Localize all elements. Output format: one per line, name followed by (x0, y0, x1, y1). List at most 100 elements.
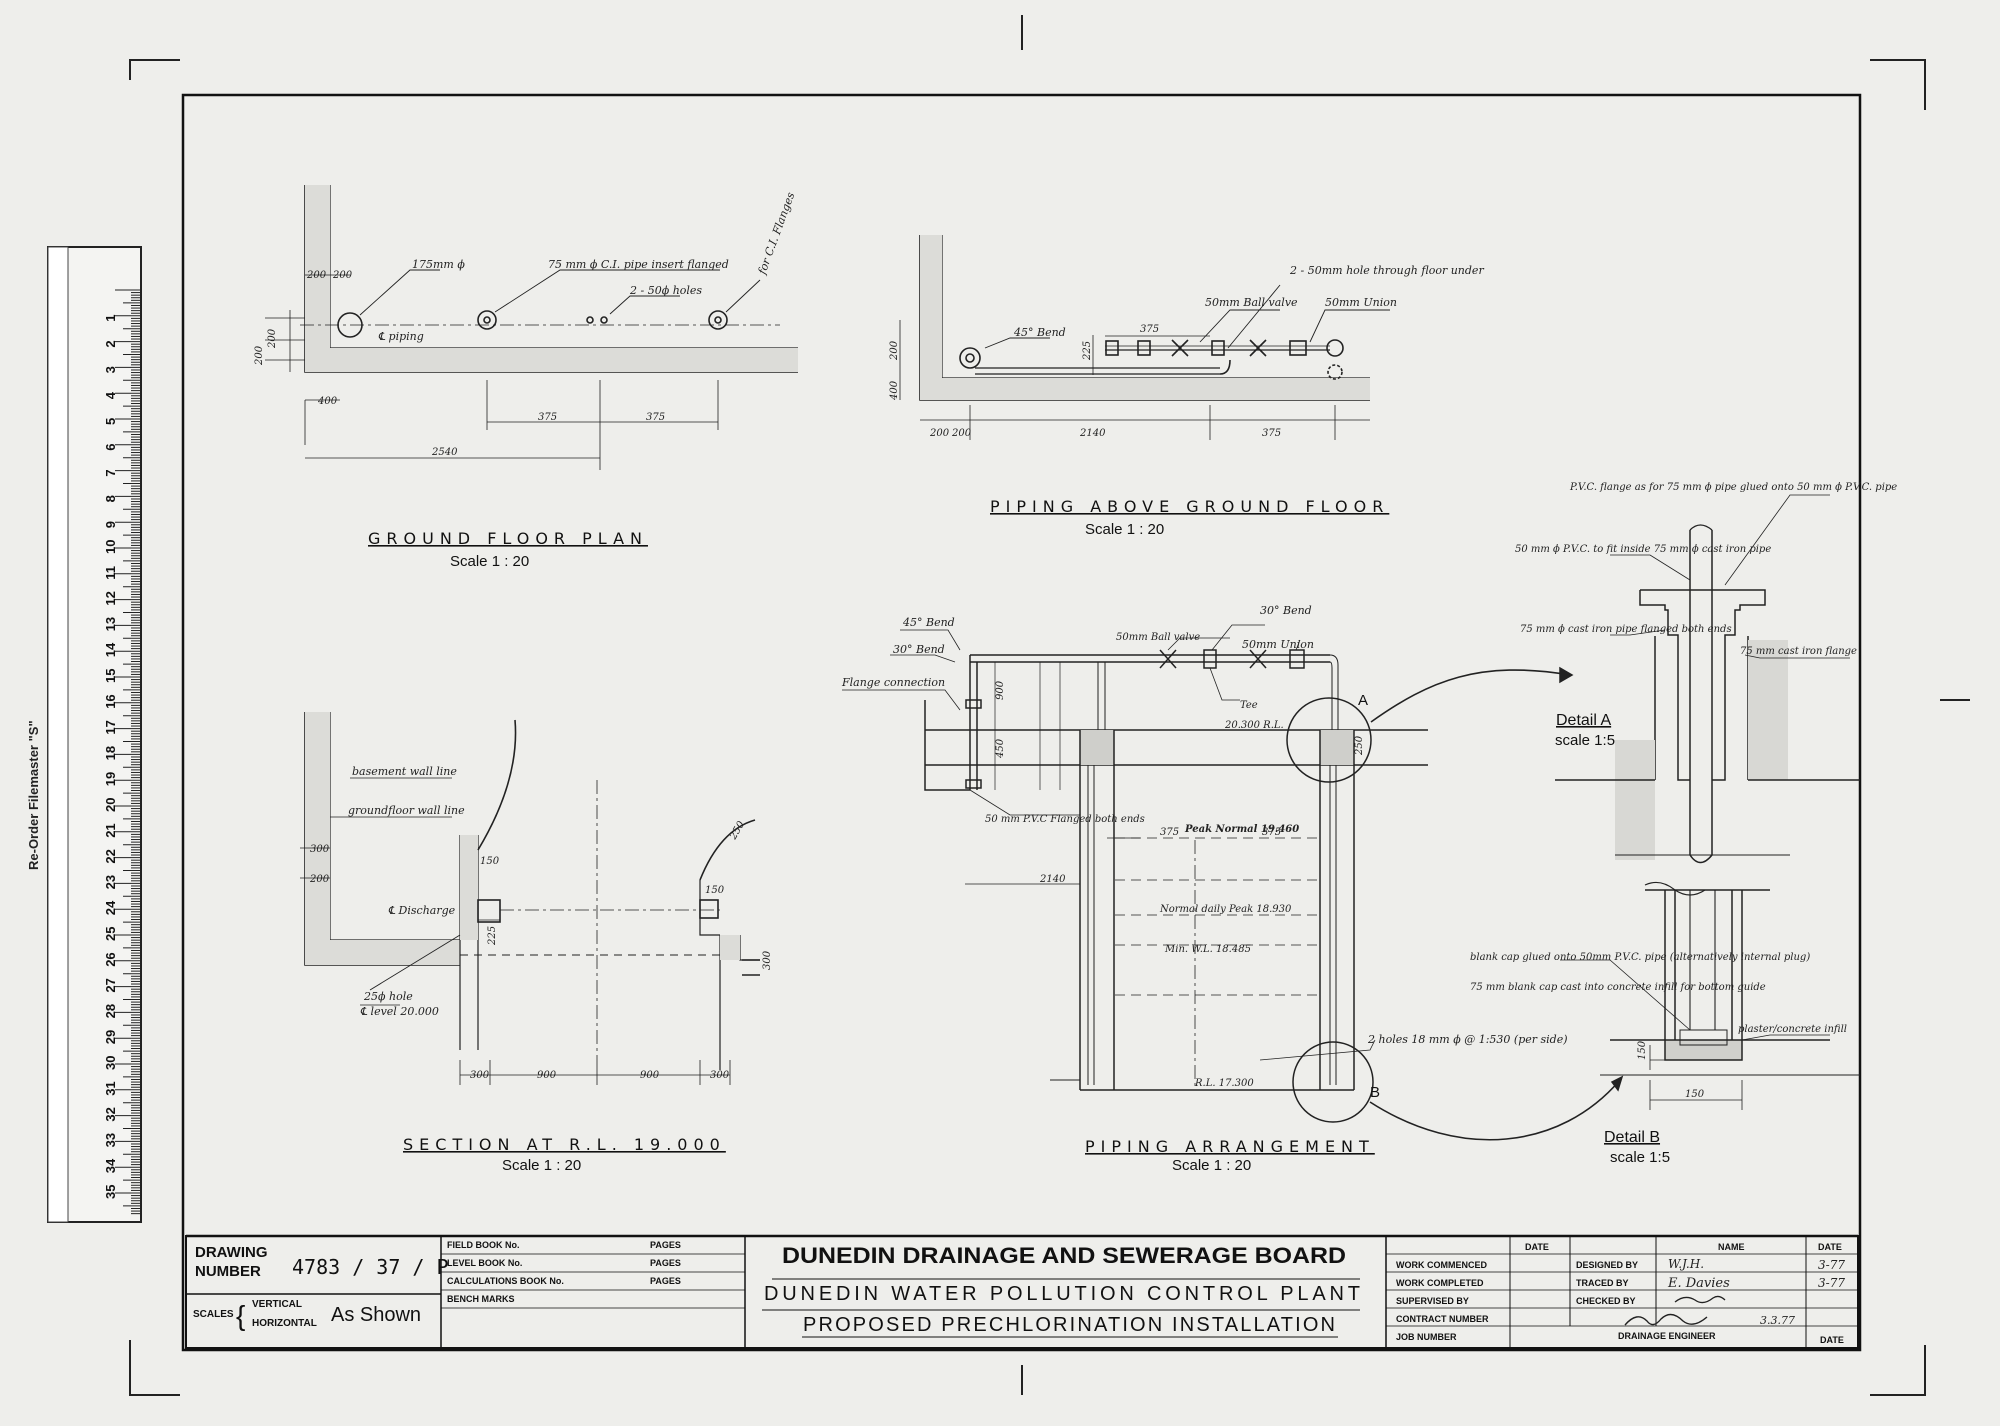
ruler-number: 13 (103, 617, 118, 631)
gfp-dim-200d: 200 (254, 345, 265, 366)
gfp-dim-2540: 2540 (431, 447, 458, 458)
tb-calc-book: CALCULATIONS BOOK No. (447, 1276, 564, 1286)
pa-dim-900: 900 (995, 680, 1006, 700)
ruler-number: 18 (103, 746, 118, 760)
tb-brace: { (236, 1300, 245, 1331)
pa-note-bend45: 45° Bend (902, 616, 955, 629)
tb-traced-by: TRACED BY (1576, 1278, 1629, 1288)
section-view (300, 712, 760, 1085)
ruler-number: 35 (103, 1185, 118, 1199)
gfp-dim-200b: 200 (332, 270, 353, 281)
gfp-dim-400: 400 (317, 396, 338, 407)
pa-note-bend30: 30° Bend (893, 643, 945, 656)
sec-dim-200: 200 (309, 874, 330, 885)
ruler-number: 3 (103, 366, 118, 373)
gfp-scale: Scale 1 : 20 (450, 553, 529, 570)
pag-note-ball-valve: 50mm Ball valve (1205, 296, 1298, 309)
da-note-pvc-flange: P.V.C. flange as for 75 mm ϕ pipe glued … (1569, 482, 1897, 493)
gfp-dim-375a: 375 (538, 412, 557, 423)
db-note-blank-cap2: 75 mm blank cap cast into concrete infil… (1470, 982, 1766, 993)
tb-vertical: VERTICAL (252, 1299, 302, 1310)
sec-dim-300d: 300 (762, 950, 773, 970)
tb-traced-date: 3-77 (1818, 1276, 1845, 1290)
da-scale: scale 1:5 (1555, 732, 1615, 749)
pa-note-peak: Peak Normal 19.460 (1184, 824, 1299, 835)
ruler-number: 17 (103, 720, 118, 734)
sec-note-hole: 25ϕ hole (363, 990, 413, 1003)
tb-pages-1: PAGES (650, 1240, 681, 1250)
detail-b-drawing (1560, 881, 1860, 1110)
tb-plant: DUNEDIN WATER POLLUTION CONTROL PLANT (764, 1283, 1360, 1305)
tb-field-book: FIELD BOOK No. (447, 1240, 520, 1250)
pag-dim-400: 400 (889, 380, 900, 401)
tb-designer: W.J.H. (1668, 1257, 1704, 1271)
tb-drawing-number: 4783 / 37 / P (292, 1255, 449, 1279)
pa-scale: Scale 1 : 20 (1172, 1157, 1251, 1174)
db-title: Detail B (1604, 1129, 1660, 1146)
db-note-plaster: plaster/concrete infill (1738, 1024, 1847, 1035)
tb-board: DUNEDIN DRAINAGE AND SEWERAGE BOARD (782, 1243, 1346, 1268)
pag-dim-200b: 200 (929, 428, 950, 439)
tb-work-commenced: WORK COMMENCED (1396, 1260, 1487, 1270)
pa-dim-250: 250 (1354, 735, 1365, 756)
pa-note-normal-peak: Normal daily Peak 18.930 (1159, 904, 1292, 915)
detail-a-drawing (1555, 494, 1860, 864)
tb-name-header: NAME (1718, 1242, 1745, 1252)
db-dim-150a: 150 (1637, 1040, 1648, 1060)
sec-dim-150: 150 (480, 856, 500, 867)
pa-note-rl-top: 20.300 R.L. (1224, 720, 1284, 731)
ruler-number: 12 (103, 591, 118, 605)
tb-drainage-engineer: DRAINAGE ENGINEER (1618, 1331, 1716, 1341)
pa-dim-450: 450 (995, 738, 1006, 759)
ruler-number: 5 (103, 418, 118, 425)
tb-date-header-1: DATE (1525, 1242, 1549, 1252)
db-note-blank-cap: blank cap glued onto 50mm P.V.C. pipe (a… (1470, 952, 1810, 963)
pa-title: PIPING ARRANGEMENT (1085, 1137, 1375, 1156)
sec-dim-900a: 900 (537, 1070, 557, 1081)
tb-date-header-3: DATE (1820, 1335, 1844, 1345)
db-scale: scale 1:5 (1610, 1149, 1670, 1166)
pa-note-union: 50mm Union (1242, 638, 1314, 651)
pag-title: PIPING ABOVE GROUND FLOOR (990, 497, 1389, 516)
tb-supervised-by: SUPERVISED BY (1396, 1296, 1469, 1306)
sec-title: SECTION AT R.L. 19.000 (403, 1135, 726, 1154)
ruler-number: 34 (103, 1158, 118, 1173)
tb-checked-by: CHECKED BY (1576, 1296, 1636, 1306)
gfp-note-piping: ℄ piping (378, 330, 424, 343)
ruler-number: 27 (103, 978, 118, 992)
sec-dim-300c: 300 (710, 1070, 730, 1081)
piping-above-plan (899, 235, 1390, 440)
da-note-ci-pipe: 75 mm ϕ cast iron pipe flanged both ends (1520, 624, 1732, 635)
gfp-dim-200a: 200 (306, 270, 327, 281)
da-title: Detail A (1556, 712, 1611, 729)
ruler-number: 29 (103, 1030, 118, 1044)
pa-label-a: A (1358, 692, 1368, 709)
pa-note-tee: Tee (1240, 700, 1258, 711)
ruler-number: 9 (103, 521, 118, 528)
pa-note-pvc: 50 mm P.V.C Flanged both ends (985, 814, 1145, 825)
ruler-number: 31 (103, 1081, 118, 1095)
ruler-number: 20 (103, 798, 118, 812)
pa-note-holes: 2 holes 18 mm ϕ @ 1:530 (per side) (1367, 1033, 1568, 1046)
ruler-number: 28 (103, 1004, 118, 1018)
tb-designed-by: DESIGNED BY (1576, 1260, 1638, 1270)
tb-bench-marks: BENCH MARKS (447, 1294, 515, 1304)
gfp-note-hole: 175mm ϕ (412, 258, 465, 271)
piping-arrangement (842, 624, 1624, 1141)
ruler-number: 6 (103, 444, 118, 451)
pa-note-flange: Flange connection (841, 676, 945, 689)
gfp-note-holes: 2 - 50ϕ holes (629, 284, 702, 297)
pag-dim-200a: 200 (889, 340, 900, 361)
tb-drawing-number-label-2: NUMBER (195, 1263, 261, 1280)
tb-scales: SCALES (193, 1309, 234, 1320)
tb-level-book: LEVEL BOOK No. (447, 1258, 522, 1268)
scale-ruler: 1234567891011121314151617181920212223242… (47, 246, 142, 1223)
pa-note-rl-bot: R.L. 17.300 (1194, 1078, 1254, 1089)
ruler-number: 33 (103, 1133, 118, 1147)
tb-pages-2: PAGES (650, 1258, 681, 1268)
ruler-number: 23 (103, 875, 118, 889)
tb-designed-date: 3-77 (1818, 1258, 1845, 1272)
db-dim-150b: 150 (1685, 1089, 1705, 1100)
tb-pages-3: PAGES (650, 1276, 681, 1286)
